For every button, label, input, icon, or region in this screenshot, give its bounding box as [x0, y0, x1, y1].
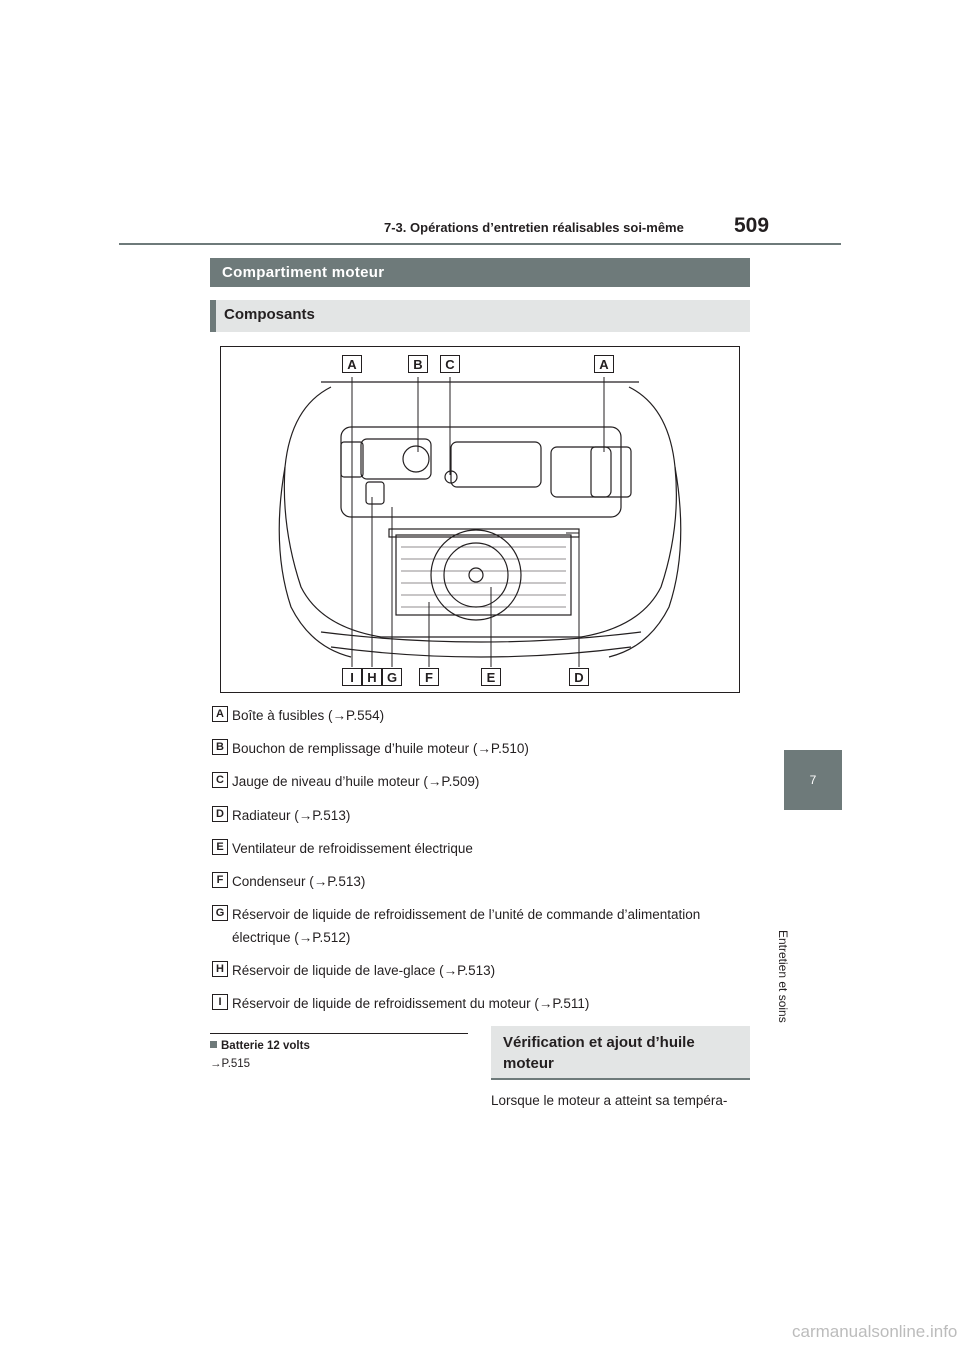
legend-text: Réservoir de liquide de lave-glace (→P.5… [232, 963, 496, 978]
legend-text: Bouchon de remplissage d’huile moteur (→… [232, 741, 529, 756]
watermark: carmanualsonline.info [792, 1322, 958, 1341]
legend-key: G [212, 905, 228, 921]
legend-text: Réservoir de liquide de refroidissement … [232, 996, 590, 1011]
chapter-label: Entretien et soins [776, 930, 790, 1023]
legend-text: Radiateur (→P.513) [232, 808, 351, 823]
subsection-title-oil-line2: moteur [503, 1055, 554, 1072]
legend-text: Réservoir de liquide de refroidissement … [232, 907, 701, 922]
section-title: Compartiment moteur [210, 258, 750, 287]
legend-text-continued: électrique (→P.512) [232, 930, 351, 945]
callout-b: B [408, 355, 428, 373]
legend-item: D Radiateur (→P.513) [212, 804, 752, 827]
legend-text: Condenseur (→P.513) [232, 874, 366, 889]
callout-e: E [481, 668, 501, 686]
legend-text: Boîte à fusibles (→P.554) [232, 708, 385, 723]
legend-key: H [212, 961, 228, 977]
legend-text: Jauge de niveau d’huile moteur (→P.509) [232, 774, 480, 789]
callout-a-left: A [342, 355, 362, 373]
legend-item: F Condenseur (→P.513) [212, 870, 752, 893]
legend-item: C Jauge de niveau d’huile moteur (→P.509… [212, 770, 752, 793]
note-divider [210, 1033, 468, 1034]
legend-key: A [212, 706, 228, 722]
subsection-title-oil: Vérification et ajout d’huile moteur [491, 1026, 750, 1080]
legend-text: Ventilateur de refroidissement électriqu… [232, 841, 473, 856]
engine-compartment-figure: A B C A I H G F E D [220, 346, 740, 693]
callout-f: F [419, 668, 439, 686]
note-title-text: Batterie 12 volts [221, 1040, 310, 1052]
legend-item: I Réservoir de liquide de refroidissemen… [212, 992, 752, 1015]
engine-illustration [278, 377, 682, 667]
callout-a-right: A [594, 355, 614, 373]
note-title: Batterie 12 volts [210, 1040, 310, 1052]
chapter-tab: 7 [784, 750, 842, 810]
body-paragraph: Lorsque le moteur a atteint sa tempéra- [491, 1093, 728, 1108]
header-divider [119, 243, 841, 245]
page-number: 509 [734, 214, 770, 237]
callout-c: C [440, 355, 460, 373]
legend-key: C [212, 772, 228, 788]
legend-item: A Boîte à fusibles (→P.554) [212, 704, 752, 727]
callout-d: D [569, 668, 589, 686]
legend-item: B Bouchon de remplissage d’huile moteur … [212, 737, 752, 760]
legend-item: G Réservoir de liquide de refroidissemen… [212, 903, 752, 949]
subsection-title: Composants [210, 300, 750, 332]
callout-h: H [362, 668, 382, 686]
square-bullet-icon [210, 1041, 217, 1048]
legend-key: D [212, 806, 228, 822]
subsection-title-oil-line1: Vérification et ajout d’huile [503, 1034, 695, 1051]
callout-g: G [382, 668, 402, 686]
legend-item: H Réservoir de liquide de lave-glace (→P… [212, 959, 752, 982]
legend-key: E [212, 839, 228, 855]
callout-i: I [342, 668, 362, 686]
legend-item: E Ventilateur de refroidissement électri… [212, 837, 752, 860]
legend-key: F [212, 872, 228, 888]
note-reference: →P.515 [210, 1058, 251, 1070]
header-title: 7-3. Opérations d’entretien réalisables … [384, 220, 684, 235]
legend-key: B [212, 739, 228, 755]
legend-key: I [212, 994, 228, 1010]
